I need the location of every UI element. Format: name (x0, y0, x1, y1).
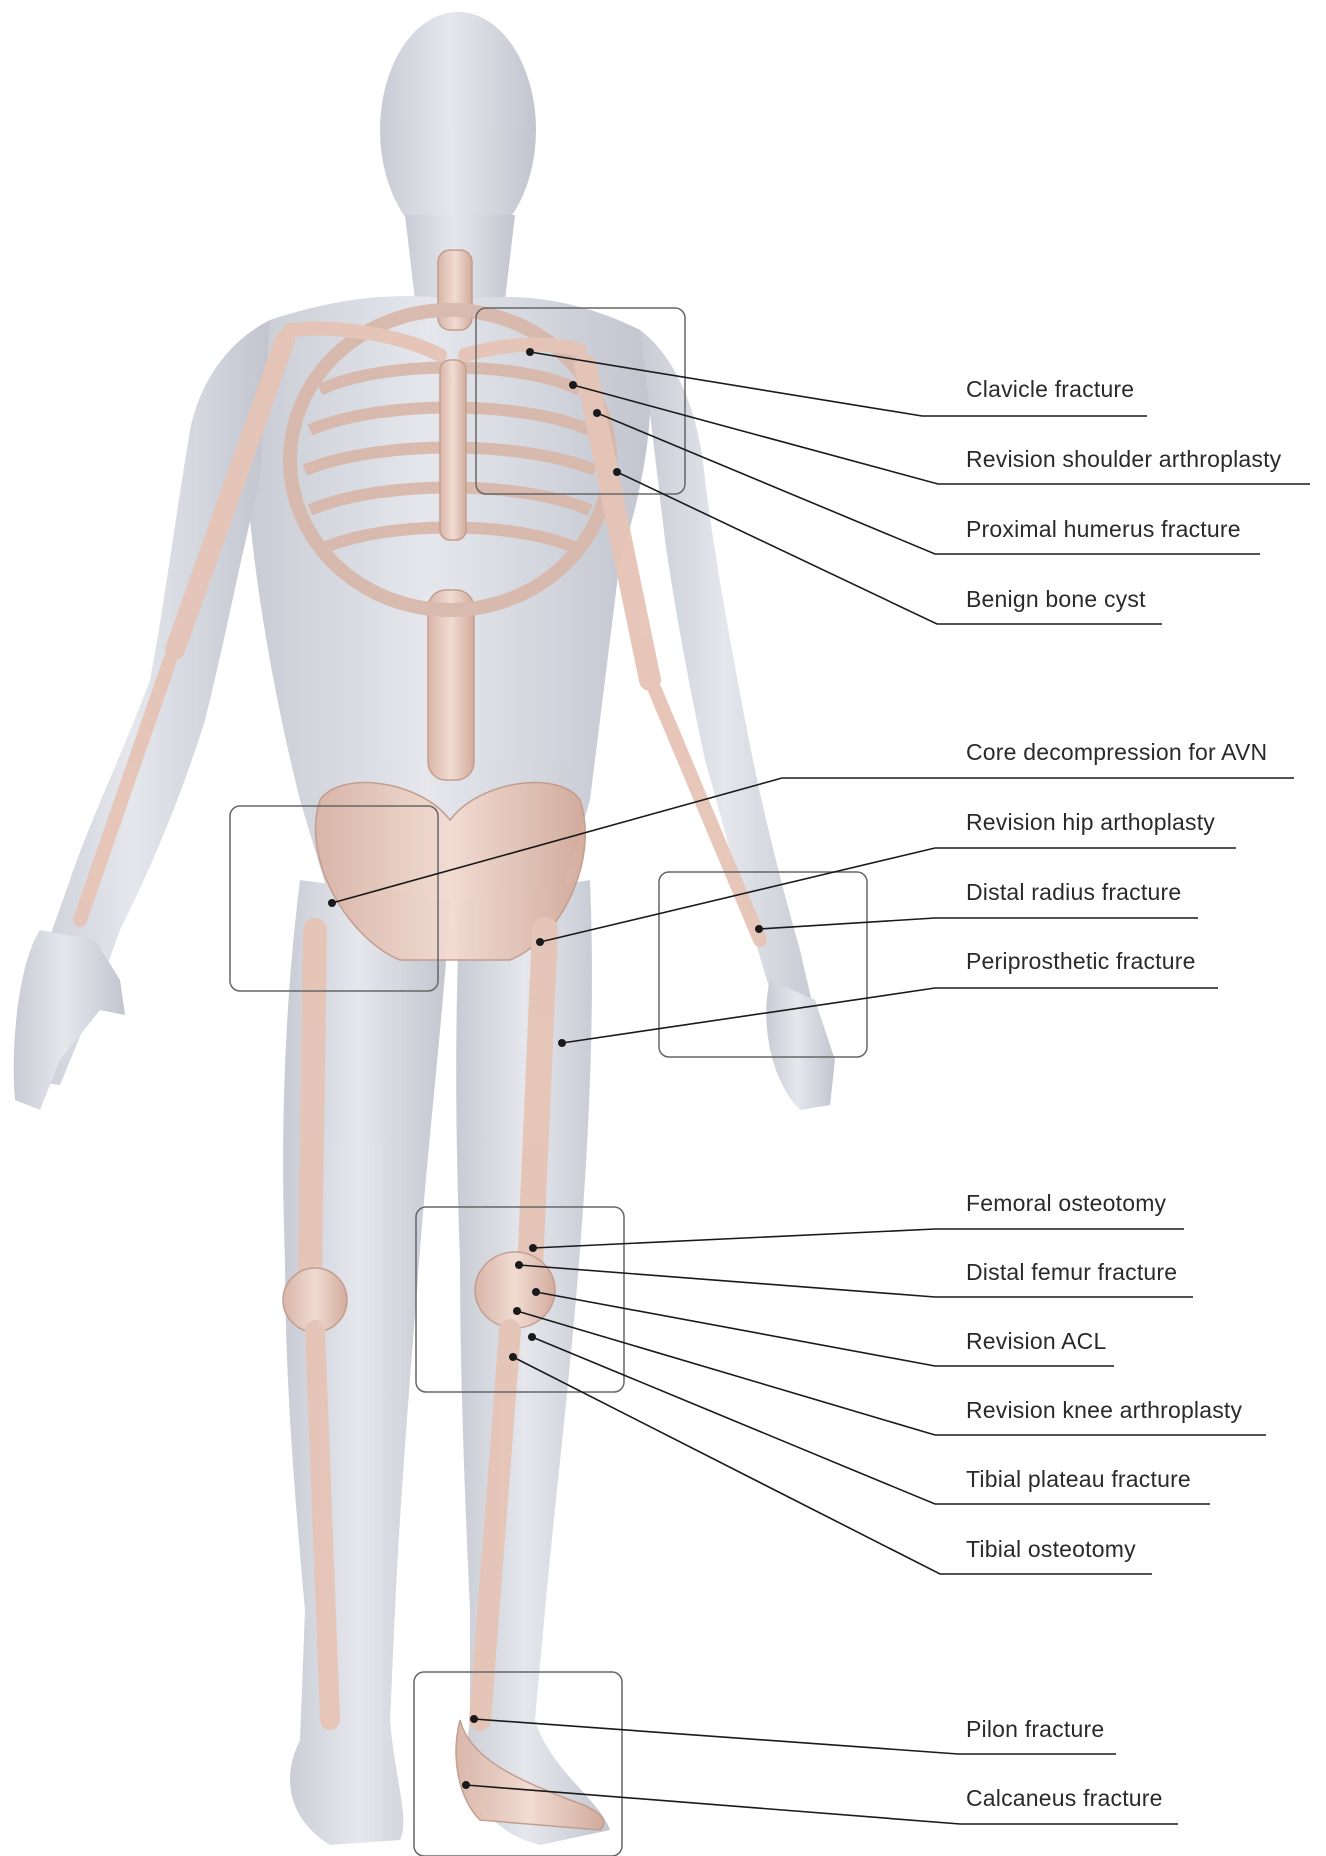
dot-clavicle (526, 348, 534, 356)
dot-cyst (613, 468, 621, 476)
dot-knee (513, 1307, 521, 1315)
dot-acl (532, 1288, 540, 1296)
dot-hip (536, 938, 544, 946)
leader-femoral-osteotomy (533, 1229, 1184, 1248)
cervical-spine (438, 250, 472, 330)
dot-calcaneus (462, 1781, 470, 1789)
leader-pilon (474, 1719, 1116, 1754)
leader-tibial-osteotomy (513, 1357, 1152, 1574)
leader-tibial-plateau (532, 1337, 1210, 1504)
leader-revision-acl (536, 1292, 1114, 1366)
sternum (440, 360, 466, 540)
right-hand-shape (766, 980, 835, 1110)
dot-pilon (470, 1715, 478, 1723)
leader-periprosthetic (562, 988, 1218, 1043)
left-femur (310, 930, 315, 1280)
dot-plateau (528, 1333, 536, 1341)
dot-distal-femur (515, 1261, 523, 1269)
leader-distal-radius (759, 918, 1198, 929)
head-shape (380, 12, 536, 248)
leader-distal-femur (519, 1265, 1193, 1297)
dot-core (328, 899, 336, 907)
lumbar-spine (428, 590, 474, 780)
dot-tibial (509, 1353, 517, 1361)
right-femur (530, 930, 545, 1270)
dot-femoral (529, 1244, 537, 1252)
leader-hip-arthroplasty (540, 848, 1236, 942)
dot-shoulder (569, 381, 577, 389)
dot-periprosthetic (558, 1039, 566, 1047)
dot-humerus (593, 409, 601, 417)
dot-radius (755, 925, 763, 933)
right-knee (475, 1252, 555, 1328)
